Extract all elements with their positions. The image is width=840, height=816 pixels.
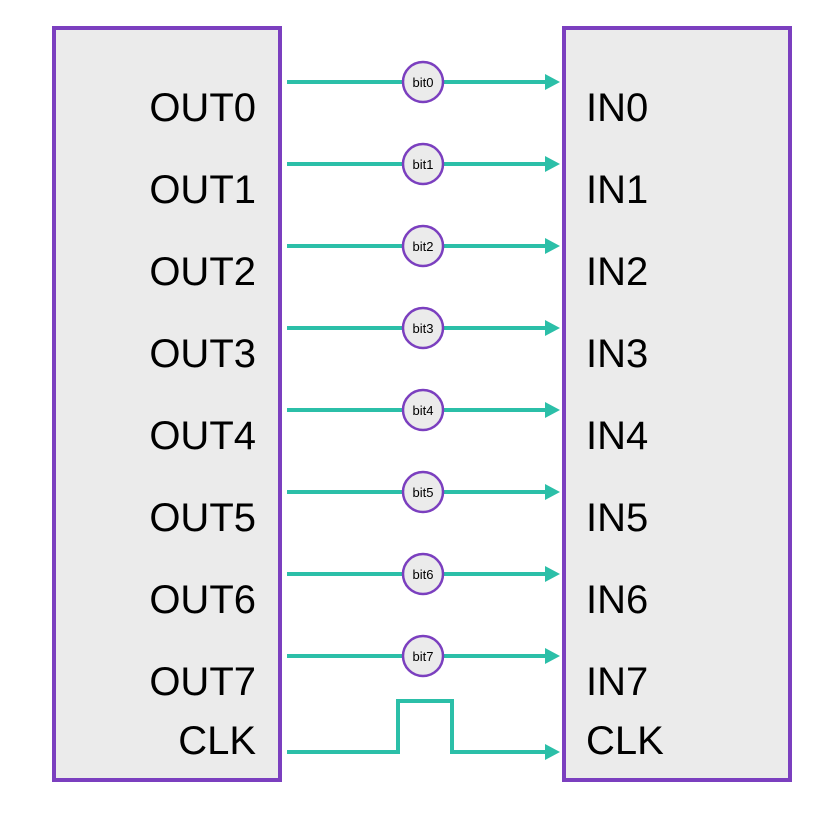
out-pin-label-1: OUT1 <box>149 168 256 212</box>
input-block: IN0 IN1 IN2 IN3 IN4 IN5 IN6 IN7 CLK <box>562 26 792 782</box>
out-pin-label-3: OUT3 <box>149 332 256 376</box>
out-pin-label-7: OUT7 <box>149 660 256 704</box>
out-pin-label-2: OUT2 <box>149 250 256 294</box>
bit-label-4: bit4 <box>413 403 434 418</box>
bit-arrowhead-0 <box>545 74 560 90</box>
clock-arrowhead <box>545 744 560 760</box>
bit-arrowhead-2 <box>545 238 560 254</box>
out-pin-label-6: OUT6 <box>149 578 256 622</box>
bit-label-2: bit2 <box>413 239 434 254</box>
bit-arrowhead-3 <box>545 320 560 336</box>
in-pin-label-0: IN0 <box>586 86 649 130</box>
bit-arrowhead-6 <box>545 566 560 582</box>
in-pin-label-4: IN4 <box>586 414 649 458</box>
in-pin-label-1: IN1 <box>586 168 649 212</box>
bit-badge-3 <box>401 306 445 350</box>
out-pin-label-0: OUT0 <box>149 86 256 130</box>
bit-label-5: bit5 <box>413 485 434 500</box>
bit-badge-6 <box>401 552 445 596</box>
output-block: OUT0 OUT1 OUT2 OUT3 OUT4 OUT5 OUT6 OUT7 … <box>52 26 282 782</box>
in-pin-label-2: IN2 <box>586 250 649 294</box>
bit-badge-5 <box>401 470 445 514</box>
in-pin-label-3: IN3 <box>586 332 649 376</box>
out-clk-label: CLK <box>178 719 256 763</box>
bit-label-1: bit1 <box>413 157 434 172</box>
bit-badge-4 <box>401 388 445 432</box>
in-pin-label-6: IN6 <box>586 578 649 622</box>
in-pin-label-5: IN5 <box>586 496 649 540</box>
out-pin-label-5: OUT5 <box>149 496 256 540</box>
bit-label-6: bit6 <box>413 567 434 582</box>
bit-badge-1 <box>401 142 445 186</box>
in-clk-label: CLK <box>586 719 664 763</box>
in-pin-label-7: IN7 <box>586 660 649 704</box>
clock-wire <box>287 699 547 754</box>
bit-arrowhead-7 <box>545 648 560 664</box>
bit-badge-7 <box>401 634 445 678</box>
bit-badge-0 <box>401 60 445 104</box>
bit-arrowhead-5 <box>545 484 560 500</box>
out-pin-label-4: OUT4 <box>149 414 256 458</box>
bit-label-7: bit7 <box>413 649 434 664</box>
bit-label-0: bit0 <box>413 75 434 90</box>
bit-arrowhead-1 <box>545 156 560 172</box>
bit-arrowhead-4 <box>545 402 560 418</box>
bit-badge-2 <box>401 224 445 268</box>
bit-label-3: bit3 <box>413 321 434 336</box>
